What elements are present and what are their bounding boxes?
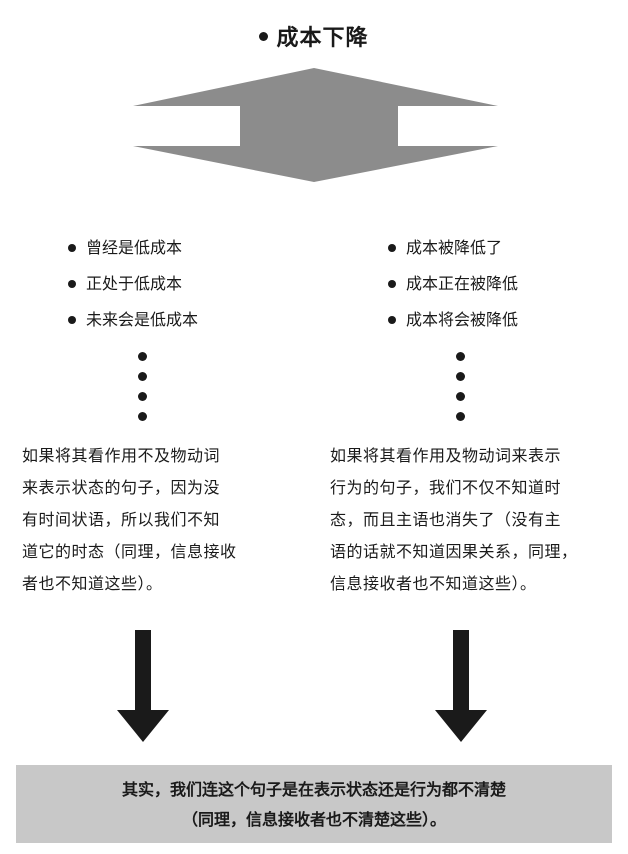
right-paragraph-line: 行为的句子，我们不仅不知道时: [330, 478, 562, 497]
left-bullet-item: 曾经是低成本: [68, 230, 198, 266]
right-paragraph: 如果将其看作用及物动词来表示 行为的句子，我们不仅不知道时 态，而且主语也消失了…: [330, 440, 620, 600]
left-paragraph-line: 如果将其看作用不及物动词: [22, 446, 221, 465]
title-bullet-icon: [259, 31, 269, 41]
right-ellipsis-dots-icon: [456, 352, 466, 432]
conclusion-line-2: （同理，信息接收者也不清楚这些）。: [181, 810, 446, 829]
conclusion-box: 其实，我们连这个句子是在表示状态还是行为都不清楚 （同理，信息接收者也不清楚这些…: [16, 765, 612, 843]
conclusion-line-1: 其实，我们连这个句子是在表示状态还是行为都不清楚: [121, 780, 506, 799]
right-bullet-list: 成本被降低了 成本正在被降低 成本将会被降低: [388, 230, 518, 338]
left-paragraph-line: 来表示状态的句子，因为没: [22, 478, 221, 497]
right-paragraph-line: 信息接收者也不知道这些）。: [330, 574, 537, 593]
diagram-title: 成本下降: [0, 20, 628, 52]
right-bullet-item: 成本将会被降低: [388, 302, 518, 338]
left-paragraph-line: 者也不知道这些）。: [22, 574, 163, 593]
title-text: 成本下降: [276, 26, 369, 51]
left-bullet-item: 未来会是低成本: [68, 302, 198, 338]
left-bullet-item: 正处于低成本: [68, 266, 198, 302]
right-paragraph-line: 语的话就不知道因果关系，同理，: [330, 542, 578, 561]
right-paragraph-line: 如果将其看作用及物动词来表示: [330, 446, 562, 465]
left-ellipsis-dots-icon: [138, 352, 148, 432]
down-arrow-left-icon: [117, 630, 169, 742]
left-paragraph: 如果将其看作用不及物动词 来表示状态的句子，因为没 有时间状语，所以我们不知 道…: [22, 440, 282, 600]
right-bullet-item: 成本正在被降低: [388, 266, 518, 302]
split-arrow-icon: [133, 68, 498, 182]
right-paragraph-line: 态，而且主语也消失了（没有主: [330, 510, 562, 529]
right-bullet-item: 成本被降低了: [388, 230, 518, 266]
left-bullet-list: 曾经是低成本 正处于低成本 未来会是低成本: [68, 230, 198, 338]
left-paragraph-line: 有时间状语，所以我们不知: [22, 510, 221, 529]
down-arrow-right-icon: [435, 630, 487, 742]
left-paragraph-line: 道它的时态（同理，信息接收: [22, 542, 237, 561]
